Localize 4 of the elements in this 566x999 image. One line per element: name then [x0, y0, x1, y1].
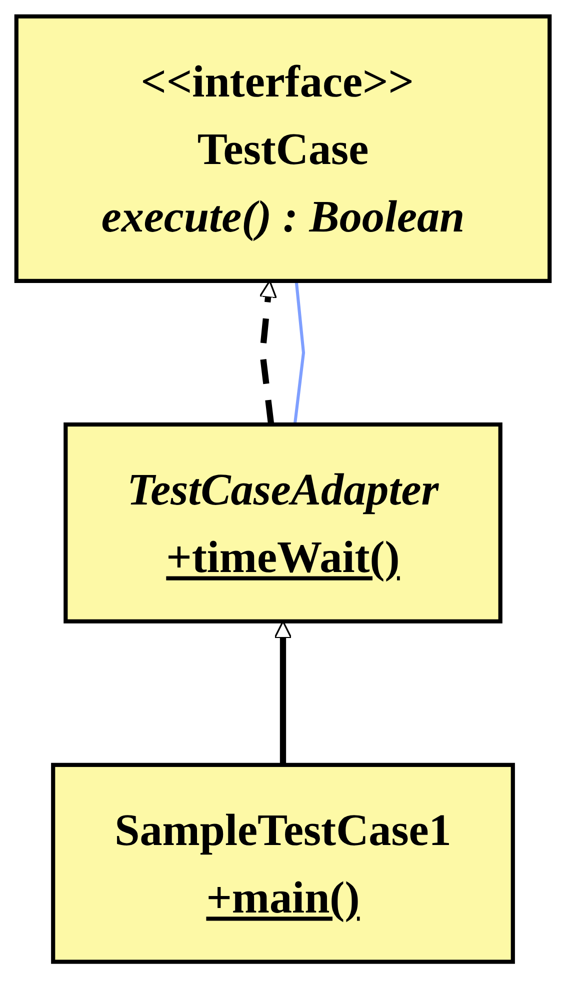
connector	[293, 280, 306, 425]
node-box: SampleTestCase1 +main()	[51, 762, 515, 964]
node-box: TestCaseAdapter +timeWait()	[64, 422, 502, 624]
node-box: <<interface>> TestCase execute() : Boolean	[14, 14, 552, 283]
